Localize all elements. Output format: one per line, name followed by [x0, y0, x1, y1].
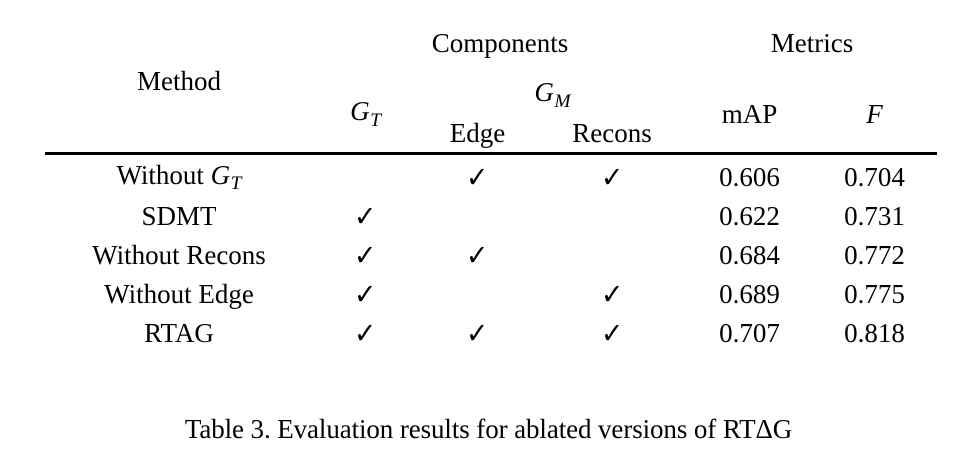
header-f-symbol: F — [866, 98, 883, 129]
cell-method: Without Edge — [45, 275, 313, 314]
cell-method: Without Recons — [45, 236, 313, 275]
cell-f: 0.818 — [844, 318, 905, 348]
method-math-symbol: G — [210, 159, 231, 190]
header-f: F — [812, 76, 937, 154]
method-label-text: Without — [116, 159, 211, 190]
header-method: Method — [137, 65, 221, 96]
header-recons: Recons — [572, 117, 652, 148]
cell-f: 0.731 — [844, 201, 905, 231]
cell-map: 0.707 — [719, 318, 780, 348]
checkmark-icon: ✓ — [600, 160, 624, 194]
cell-gt — [313, 152, 418, 197]
table-row: Without Edge ✓ ✓ 0.689 0.775 — [45, 275, 937, 314]
cell-f: 0.772 — [844, 240, 905, 270]
header-gm-subscript: M — [554, 90, 571, 112]
method-label-text: RTAG — [144, 318, 214, 348]
checkmark-icon: ✓ — [600, 277, 624, 311]
checkmark-icon: ✓ — [600, 316, 624, 350]
cell-map: 0.689 — [719, 279, 780, 309]
cell-method: RTAG — [45, 314, 313, 353]
cell-map: 0.606 — [687, 152, 813, 197]
cell-recons — [537, 197, 687, 236]
results-table: Method Components Metrics GT GM mAP F — [45, 10, 938, 354]
cell-gt: ✓ — [313, 236, 418, 275]
cell-recons: ✓ — [537, 275, 687, 314]
method-math-subscript: T — [230, 173, 242, 194]
checkmark-icon: ✓ — [354, 277, 377, 311]
cell-f: 0.775 — [844, 279, 905, 309]
header-gm-symbol: G — [534, 77, 554, 108]
cell-recons: ✓ — [537, 314, 687, 353]
cell-edge — [418, 275, 537, 314]
cell-edge: ✓ — [418, 152, 537, 197]
header-gm: GM — [418, 76, 687, 114]
header-gt-subscript: T — [370, 109, 381, 131]
cell-map: 0.684 — [719, 240, 780, 270]
header-gt-symbol: G — [350, 96, 370, 127]
cell-recons — [537, 236, 687, 275]
table-head: Method Components Metrics GT GM mAP F — [45, 10, 937, 154]
ablation-results-table: Method Components Metrics GT GM mAP F — [45, 10, 938, 354]
header-row-groups: Method Components Metrics — [45, 10, 937, 94]
cell-recons: ✓ — [537, 152, 688, 197]
checkmark-icon: ✓ — [466, 316, 489, 350]
cell-edge: ✓ — [418, 236, 537, 275]
header-edge: Edge — [449, 117, 506, 148]
cell-edge: ✓ — [418, 314, 537, 353]
table-row: SDMT ✓ 0.622 0.731 — [45, 197, 937, 236]
checkmark-icon: ✓ — [354, 199, 377, 233]
checkmark-icon: ✓ — [354, 316, 377, 350]
header-gt: GT — [313, 76, 418, 154]
checkmark-icon: ✓ — [466, 238, 489, 272]
cell-f: 0.704 — [812, 152, 938, 197]
table-row: Without Recons ✓ ✓ 0.684 0.772 — [45, 236, 937, 275]
cell-map: 0.622 — [719, 201, 780, 231]
header-metrics: Metrics — [770, 27, 854, 58]
table-caption: Table 3. Evaluation results for ablated … — [184, 414, 793, 444]
checkmark-icon: ✓ — [466, 160, 489, 194]
cell-gt: ✓ — [313, 197, 418, 236]
method-label-text: Without Edge — [104, 279, 254, 309]
header-map: mAP — [721, 98, 778, 129]
cell-edge — [418, 197, 537, 236]
cell-gt: ✓ — [313, 275, 418, 314]
cell-method: Without GT — [45, 152, 313, 197]
method-label-text: SDMT — [141, 201, 217, 231]
header-row-sub2: Edge Recons — [45, 114, 937, 154]
table-row: RTAG ✓ ✓ ✓ 0.707 0.818 — [45, 314, 937, 353]
header-row-sub: GT GM mAP F — [45, 76, 937, 130]
header-components: Components — [431, 27, 569, 58]
cell-method: SDMT — [45, 197, 313, 236]
method-label-text: Without Recons — [92, 240, 266, 270]
cell-gt: ✓ — [313, 314, 418, 353]
checkmark-icon: ✓ — [354, 238, 377, 272]
